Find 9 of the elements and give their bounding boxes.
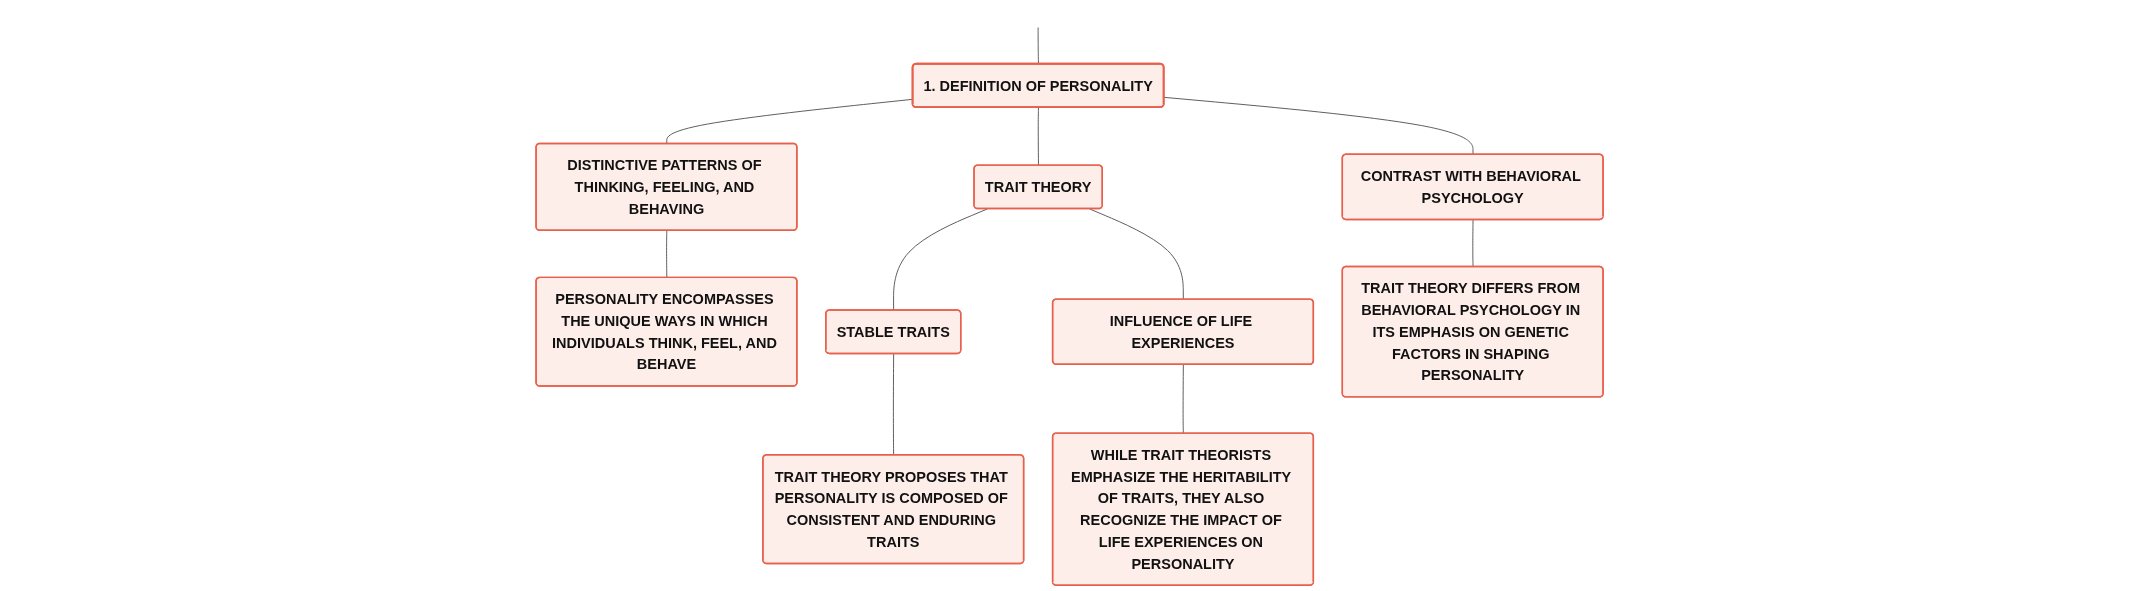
connector: [1163, 96, 1474, 156]
connector: [1037, 107, 1039, 166]
connector: [1089, 208, 1184, 300]
connector: [1472, 219, 1474, 268]
connector: [1182, 364, 1184, 434]
connector: [892, 353, 894, 456]
connector: [1037, 27, 1039, 65]
connector: [893, 208, 988, 311]
connector: [666, 230, 668, 279]
